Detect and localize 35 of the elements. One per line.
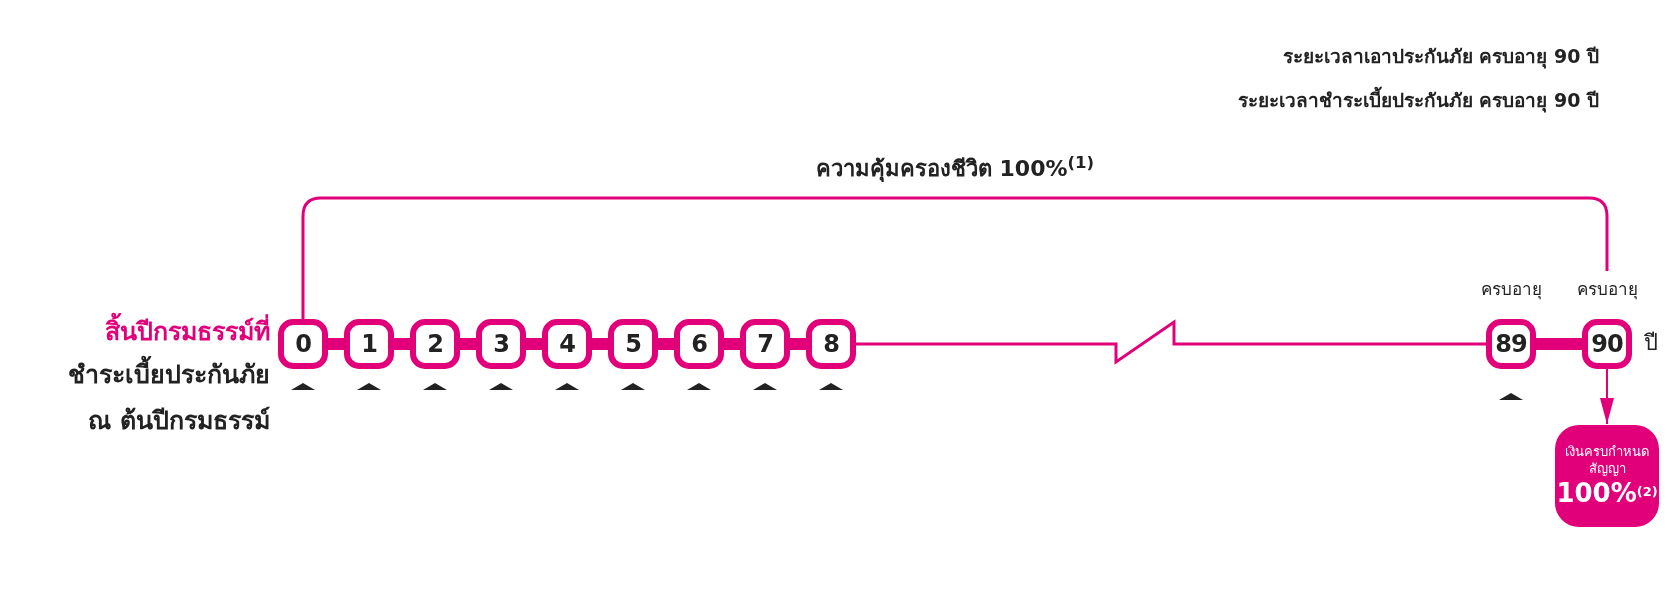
year-number: 6	[691, 332, 707, 356]
year-box	[542, 319, 592, 369]
year-number: 7	[757, 332, 773, 356]
year-number: 3	[493, 332, 509, 356]
year-number: 8	[823, 332, 839, 356]
year-number: 4	[559, 332, 575, 356]
year-number: 0	[295, 332, 311, 356]
year-box	[476, 319, 526, 369]
year-box	[344, 319, 394, 369]
year-number: 2	[427, 332, 443, 356]
year-box	[674, 319, 724, 369]
premium-payment-note: ชำระเบี้ยประกันภัย ณ ต้นปีกรมธรรม์	[40, 352, 270, 444]
payout-caption: เงินครบกำหนดสัญญา	[1564, 443, 1650, 477]
edge-label: ความคุ้มครองชีวิต 100%$^{(1)}$	[815, 156, 1095, 181]
unit-label: ปี	[1644, 329, 1658, 357]
year-number: 5	[625, 332, 641, 356]
maturity-payout-box	[1555, 425, 1659, 527]
year-box	[806, 319, 856, 369]
policy-year-heading: สิ้นปีกรมธรรม์ที่	[105, 312, 270, 352]
year-number: 89	[1495, 332, 1527, 356]
year-box	[1486, 319, 1536, 369]
year-box	[740, 319, 790, 369]
age-label: ครบอายุ	[1480, 279, 1542, 299]
coverage-period-text: ระยะเวลาเอาประกันภัย ครบอายุ 90 ปี	[1282, 45, 1599, 67]
arrow	[1600, 368, 1614, 425]
year-box	[278, 319, 328, 369]
year-number: 90	[1591, 332, 1623, 356]
timeline-line	[856, 319, 1486, 365]
year-box	[608, 319, 658, 369]
year-box	[410, 319, 460, 369]
age-label: ครบอายุ	[1576, 279, 1638, 299]
coverage-bracket-line	[301, 196, 1609, 319]
year-number: 1	[361, 332, 377, 356]
year-box	[1582, 319, 1632, 369]
payout-percent: 100%$^{(2)}$	[1556, 477, 1658, 509]
